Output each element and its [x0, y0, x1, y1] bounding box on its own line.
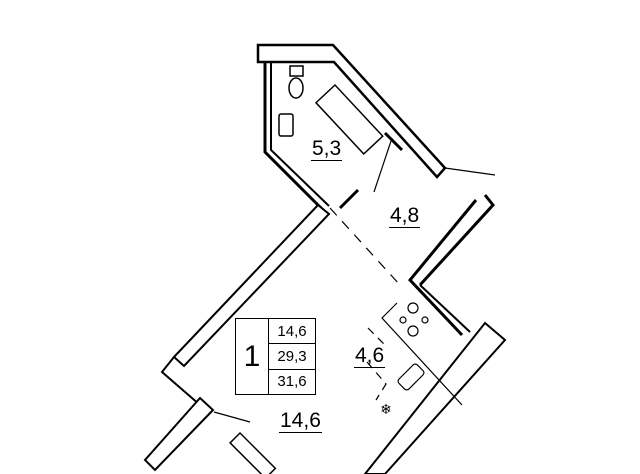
wall-kitchen-right — [418, 194, 495, 287]
area-label-bathroom: 5,3 — [311, 137, 343, 161]
wall-right-outer — [363, 321, 507, 474]
wall-bathroom-top — [256, 43, 447, 179]
total-area-with-balcony: 31,6 — [277, 373, 307, 391]
bathtub — [314, 83, 384, 155]
bathroom-sink — [278, 113, 294, 137]
total-area: 29,3 — [269, 344, 315, 370]
door-swing — [444, 167, 496, 176]
wall-living-left — [172, 203, 331, 368]
area-label-kitchen: 4,6 — [354, 344, 386, 368]
area-label-hallway: 4,8 — [389, 204, 421, 228]
rooms-count: 1 — [236, 319, 269, 394]
wall-bathroom-left-inner — [270, 62, 330, 207]
kitchen-counter — [381, 302, 463, 406]
toilet — [288, 77, 304, 99]
fridge-icon: ❄ — [380, 401, 392, 417]
wall-bathroom-left — [263, 62, 325, 212]
apartment-summary-box: 1 14,6 29,3 31,6 — [235, 318, 316, 395]
kitchen-sink — [397, 363, 425, 391]
stove-burner — [407, 302, 419, 314]
living-area: 14,6 — [269, 319, 315, 345]
area-label-living-room: 14,6 — [279, 409, 322, 433]
